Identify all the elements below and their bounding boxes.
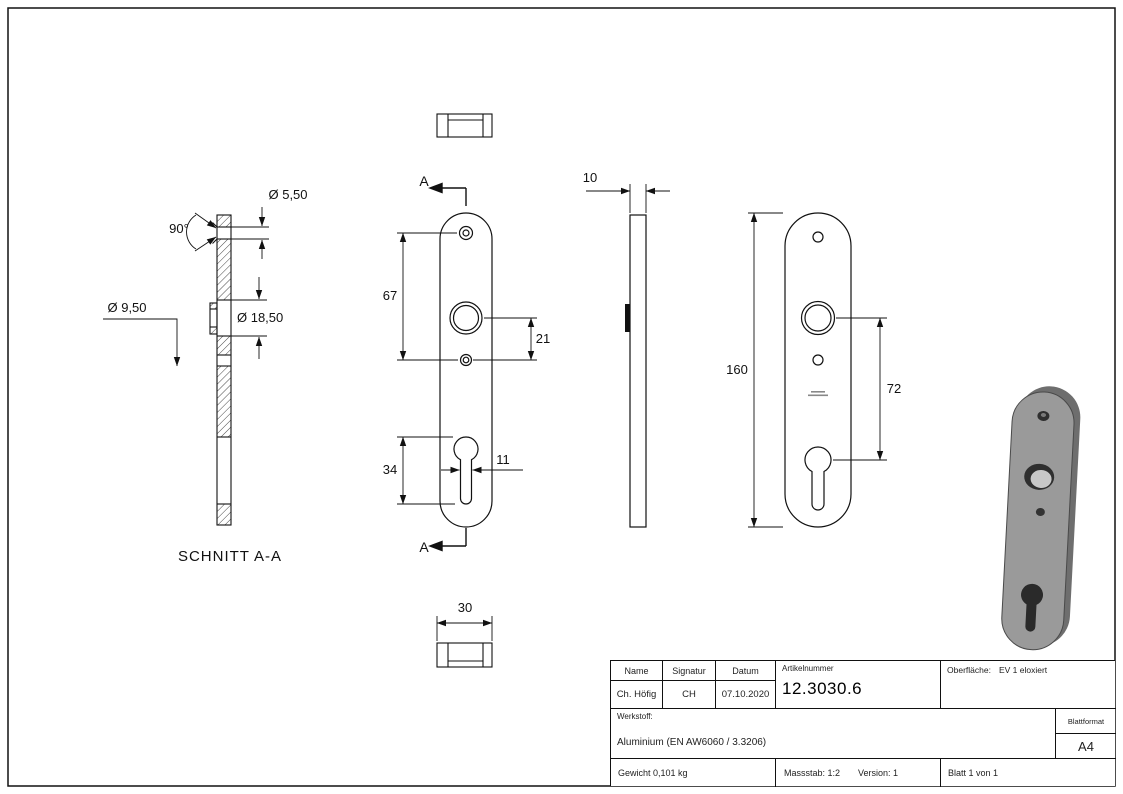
title-block: Name Signatur Datum Ch. Höfig CH 07.10.2… <box>610 660 1116 787</box>
dim-angle-90 <box>186 212 217 252</box>
rear-view <box>784 212 852 528</box>
side-view-outline <box>629 214 647 528</box>
artikelnummer-cell: Artikelnummer 12.3030.6 <box>776 661 941 709</box>
iso-plate-front <box>1001 391 1075 651</box>
section-letter-bottom: A <box>419 539 429 555</box>
value-datum: 07.10.2020 <box>716 681 776 709</box>
section-plate-outline <box>216 214 232 526</box>
header-signatur: Signatur <box>663 661 716 681</box>
side-view-boss <box>625 304 630 332</box>
dim-160-label: 160 <box>726 362 748 377</box>
plate-marking <box>808 394 828 397</box>
bottom-view-outline <box>436 642 493 668</box>
werkstoff-value: Aluminium (EN AW6060 / 3.3206) <box>617 737 767 748</box>
version-value: Version: 1 <box>858 768 899 778</box>
section-cut-markers <box>428 182 467 552</box>
werkstoff-cell: Werkstoff: Aluminium (EN AW6060 / 3.3206… <box>611 709 1056 759</box>
iso-view <box>1001 386 1081 651</box>
front-view <box>439 212 493 528</box>
rear-euro-keyhole <box>804 446 832 511</box>
dim-30-label: 30 <box>458 600 472 615</box>
blatt-cell: Blatt 1 von 1 <box>948 768 999 778</box>
dim-67-label: 67 <box>383 288 397 303</box>
dim-10-label: 10 <box>583 170 597 185</box>
rear-small-hole <box>812 354 824 366</box>
massstab-cell: Massstab: 1:2 Version: 1 <box>776 759 941 787</box>
hole-dia-label: Ø 9,50 <box>107 300 146 315</box>
dim-21-label: 21 <box>536 331 550 346</box>
top-view-outline <box>436 113 493 138</box>
front-plate-outline <box>439 212 493 528</box>
angle-90-label: 90° <box>169 221 189 236</box>
section-hatch <box>217 215 231 227</box>
section-view <box>103 207 269 526</box>
bottom-dimensions <box>436 616 493 641</box>
artikelnummer-label: Artikelnummer <box>782 664 834 673</box>
rear-dimensions <box>748 212 887 528</box>
header-datum: Datum <box>716 661 776 681</box>
oberflaeche-cell: Oberfläche: EV 1 eloxiert <box>941 661 1116 709</box>
header-name: Name <box>611 661 663 681</box>
dim-34-label: 34 <box>383 462 397 477</box>
iso-euro-keyhole <box>1021 583 1043 632</box>
front-dimensions <box>397 232 537 505</box>
dim-11-label: 11 <box>496 452 510 467</box>
blattformat-value: A4 <box>1056 734 1116 759</box>
section-letter-top: A <box>419 173 429 189</box>
front-euro-keyhole <box>453 436 479 505</box>
top-view <box>436 113 493 138</box>
dim-hole-leader <box>103 318 181 367</box>
side-dimensions <box>586 184 670 213</box>
dim-counterbore <box>231 277 267 359</box>
dim-countersink <box>231 207 269 259</box>
sheet-frame <box>7 7 1116 787</box>
section-boss <box>209 302 218 335</box>
value-name: Ch. Höfig <box>611 681 663 709</box>
value-signatur: CH <box>663 681 716 709</box>
side-view <box>625 214 647 528</box>
artikelnummer-value: 12.3030.6 <box>782 679 863 698</box>
blattformat-label: Blattformat <box>1056 709 1116 734</box>
werkstoff-label: Werkstoff: <box>617 712 653 721</box>
massstab-value: Massstab: 1:2 <box>784 768 841 778</box>
oberflaeche-label: Oberfläche: <box>947 665 991 675</box>
dim-72-label: 72 <box>887 381 901 396</box>
oberflaeche-value: EV 1 eloxiert <box>998 665 1048 675</box>
gewicht-cell: Gewicht 0,101 kg <box>611 759 776 787</box>
bottom-view <box>436 642 493 668</box>
counterbore-dia-label: Ø 18,50 <box>237 310 283 325</box>
section-view-label: SCHNITT A-A <box>178 548 282 565</box>
rear-top-screw-hole <box>812 231 824 243</box>
countersink-dia-label: Ø 5,50 <box>268 187 307 202</box>
rear-plate-outline <box>784 212 852 528</box>
iso-small-hole <box>1035 507 1045 516</box>
plate-marking <box>811 391 825 393</box>
